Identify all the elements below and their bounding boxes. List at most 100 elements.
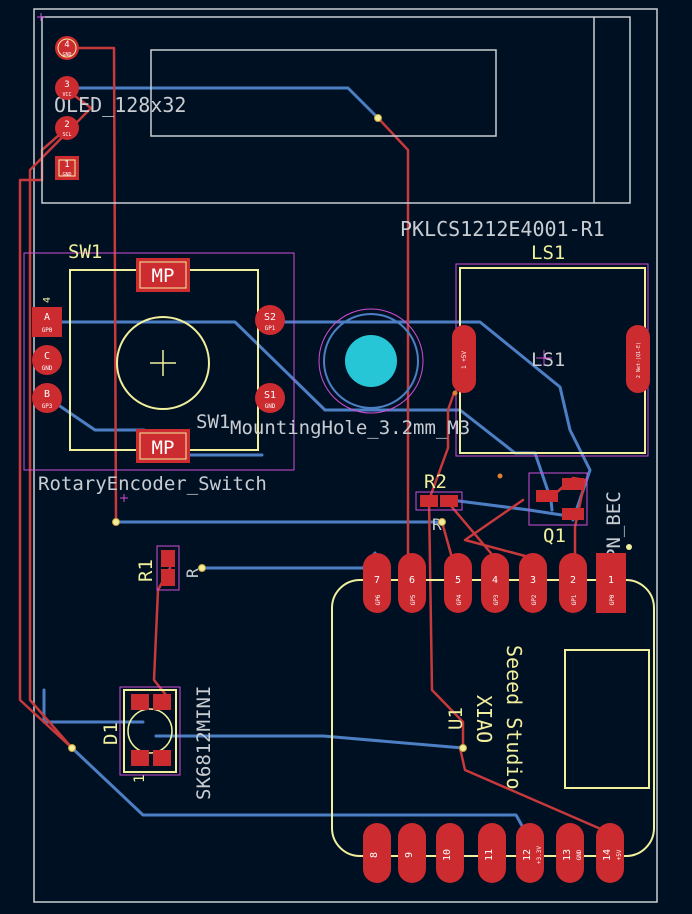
d1-outline	[123, 689, 177, 773]
svg-text:GP3: GP3	[42, 403, 53, 410]
d1-part-label: SK6812MINI	[193, 686, 215, 800]
xiao-pin-12: 12+3.3V	[516, 823, 544, 883]
oled-ref-label: OLED_128x32	[54, 93, 186, 117]
r1-pad-1	[161, 550, 175, 567]
encoder-footprint-label: RotaryEncoder_Switch	[38, 473, 267, 495]
resistor-r2[interactable]: R2 R	[415, 471, 463, 534]
d1-ref-label: D1	[100, 722, 122, 745]
svg-text:+5V: +5V	[616, 849, 623, 860]
svg-text:GP0: GP0	[42, 327, 53, 334]
svg-text:GND: GND	[265, 403, 276, 410]
speaker-ls1[interactable]: PKLCS1212E4001-R1 LS1 LS1 1 +5V 2 Net-(Q…	[400, 217, 650, 457]
origin-markers	[37, 13, 552, 502]
encoder-pin-c	[32, 345, 62, 375]
xiao-usb-outline	[564, 649, 650, 789]
drill-marker	[452, 390, 458, 396]
svg-text:1: 1	[608, 575, 614, 586]
r1-pad-2	[161, 569, 175, 586]
svg-text:GND: GND	[42, 365, 53, 372]
speaker-pin-2-label: 2 Net-(Q1-E)	[636, 342, 642, 378]
q1-ref-label: Q1	[543, 525, 566, 547]
via	[198, 564, 206, 572]
encoder-pin-s1	[255, 383, 285, 413]
oled-display-area	[150, 49, 497, 137]
svg-text:5: 5	[455, 575, 461, 586]
via	[459, 744, 467, 752]
transistor-q1[interactable]: Q1 PN_BEC	[528, 472, 632, 560]
svg-text:11: 11	[484, 849, 495, 861]
resistor-r1[interactable]: R1 R	[135, 545, 202, 591]
svg-text:13: 13	[562, 849, 573, 861]
mounting-hole[interactable]: MountingHole_3.2mm_M3	[230, 308, 470, 439]
svg-text:7: 7	[374, 575, 380, 586]
led-d1[interactable]: D1 1 SK6812MINI	[100, 686, 215, 800]
r1-courtyard	[156, 545, 180, 591]
r1-value-label: R	[183, 568, 202, 578]
encoder-ref-label: SW1	[68, 241, 102, 263]
encoder-mp-top-label: MP	[152, 265, 175, 287]
encoder-pin-s2	[255, 305, 285, 335]
xiao-pin-8: 8	[363, 823, 391, 883]
xiao-pin-10: 10	[436, 823, 464, 883]
rotary-encoder-sw1[interactable]: SW1 SW1 RotaryEncoder_Switch MP MP A GP0…	[23, 241, 295, 495]
svg-text:VCC: VCC	[62, 92, 71, 98]
svg-text:1: 1	[64, 160, 69, 170]
mounting-hole-courtyard	[318, 308, 424, 414]
via	[438, 518, 446, 526]
svg-text:S1: S1	[264, 390, 276, 401]
svg-text:GP5: GP5	[410, 594, 417, 605]
front-copper-traces	[18, 46, 612, 835]
q1-pad-2	[562, 478, 584, 490]
encoder-ref-inner: SW1	[196, 411, 230, 433]
svg-text:14: 14	[602, 849, 613, 861]
drill-marker	[497, 473, 503, 479]
encoder-mp-bottom-pad	[136, 429, 190, 463]
vias	[68, 114, 467, 752]
r2-pad-1	[420, 495, 438, 507]
d1-pin1-label: 1	[132, 775, 148, 783]
svg-text:10: 10	[442, 849, 453, 861]
svg-text:A: A	[44, 312, 50, 323]
speaker-pin-2	[626, 325, 650, 393]
speaker-pin-1	[452, 325, 476, 393]
svg-text:3: 3	[64, 80, 69, 90]
encoder-pin-b	[32, 383, 62, 413]
r2-ref-label: R2	[424, 471, 447, 493]
d1-pad-4	[153, 750, 171, 766]
xiao-pin-9: 9	[398, 823, 426, 883]
q1-footprint-label: PN_BEC	[603, 491, 625, 560]
svg-text:GND: GND	[576, 849, 583, 860]
d1-lens	[127, 708, 173, 754]
q1-pad-1	[536, 490, 558, 502]
svg-text:GP1: GP1	[265, 325, 276, 332]
xiao-label-line1: Seeed Studio	[502, 645, 526, 790]
encoder-pin-a	[32, 307, 62, 337]
mounting-hole-label: MountingHole_3.2mm_M3	[230, 417, 470, 439]
d1-courtyard	[119, 686, 181, 776]
q1-pin1-marker	[626, 544, 632, 550]
svg-text:6: 6	[409, 575, 415, 586]
svg-text:2: 2	[64, 120, 69, 130]
encoder-courtyard	[23, 252, 295, 471]
svg-text:S2: S2	[264, 312, 276, 323]
svg-text:+3.3V: +3.3V	[536, 846, 543, 864]
svg-text:GP2: GP2	[531, 594, 538, 605]
speaker-pin-1-label: 1 +5V	[461, 351, 468, 369]
svg-text:C: C	[44, 351, 50, 362]
speaker-ref-inner: LS1	[531, 349, 565, 371]
r2-pad-2	[440, 495, 458, 507]
d1-pad-1	[131, 694, 149, 710]
